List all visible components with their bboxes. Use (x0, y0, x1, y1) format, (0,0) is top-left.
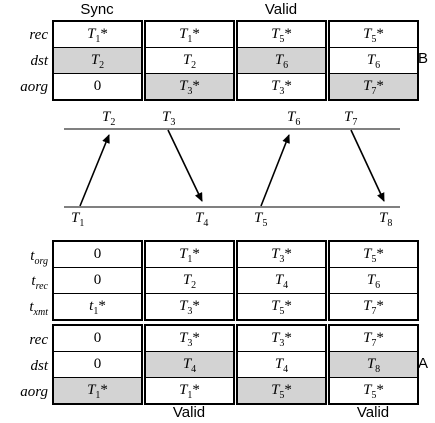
header-valid-top: Valid (264, 1, 298, 18)
timeline-label-t7: T7 (344, 109, 358, 128)
row-label-dst: dst (30, 358, 48, 374)
table-cell: T7* (330, 326, 417, 351)
row-label-rec: rec (29, 332, 48, 348)
table-cell: T5* (238, 294, 325, 319)
table-cell: T2 (146, 268, 233, 293)
table-cell: T6 (330, 48, 417, 73)
footer-valid-2: Valid (356, 404, 390, 421)
row-label-rec: rec (29, 27, 48, 43)
table-cell: T2 (54, 48, 141, 73)
table-cell: t1* (54, 294, 141, 319)
row-label-t-xmt: txmt (29, 299, 48, 318)
table-cell: T6 (330, 268, 417, 293)
table-cell: 0 (54, 268, 141, 293)
arrow-t5-t6 (260, 134, 290, 207)
table-cell: 0 (54, 352, 141, 377)
row-label-t-rec: trec (31, 273, 48, 292)
table-cell: T4 (238, 352, 325, 377)
row-label-t-org: torg (30, 248, 48, 267)
table-cell: T4 (238, 268, 325, 293)
table-cell: T2 (146, 48, 233, 73)
arrow-t1-t2 (79, 134, 110, 207)
timeline-label-t5: T5 (254, 210, 268, 229)
table-cell: T1* (54, 22, 141, 47)
table-cell: 0 (54, 242, 141, 267)
side-label-a: A (418, 355, 429, 372)
table-cell: T1* (146, 242, 233, 267)
timeline-label-t2: T2 (102, 109, 116, 128)
table-cell: T5* (238, 22, 325, 47)
table-cell: T8 (330, 352, 417, 377)
timeline-label-t4: T4 (195, 210, 209, 229)
arrow-t3-t4 (167, 129, 203, 202)
table-cell: T5* (238, 378, 325, 403)
table-cell: T1* (54, 378, 141, 403)
row-label-aorg: aorg (20, 384, 48, 400)
timeline-label-t3: T3 (162, 109, 176, 128)
timeline-label-t6: T6 (287, 109, 301, 128)
table-cell: T1* (146, 378, 233, 403)
table-cell: T5* (330, 242, 417, 267)
table-cell: T5* (330, 378, 417, 403)
table-cell: T5* (330, 22, 417, 47)
row-label-aorg: aorg (20, 79, 48, 95)
table-cell: T3* (238, 242, 325, 267)
table-cell: T3* (146, 326, 233, 351)
table-cell: T6 (238, 48, 325, 73)
table-cell: T3* (238, 74, 325, 99)
table-cell: T7* (330, 74, 417, 99)
footer-valid-1: Valid (172, 404, 206, 421)
table-cell: T1* (146, 22, 233, 47)
timeline-label-t8: T8 (379, 210, 393, 229)
table-cell: T3* (146, 74, 233, 99)
table-cell: T3* (146, 294, 233, 319)
table-cell: T7* (330, 294, 417, 319)
timeline-label-t1: T1 (71, 210, 85, 229)
table-cell: T3* (238, 326, 325, 351)
table-cell: 0 (54, 326, 141, 351)
table-cell: 0 (54, 74, 141, 99)
table-cell: T4 (146, 352, 233, 377)
side-label-b: B (418, 50, 429, 67)
arrow-t7-t8 (350, 129, 385, 202)
header-sync: Sync (80, 1, 114, 18)
row-label-dst: dst (30, 53, 48, 69)
